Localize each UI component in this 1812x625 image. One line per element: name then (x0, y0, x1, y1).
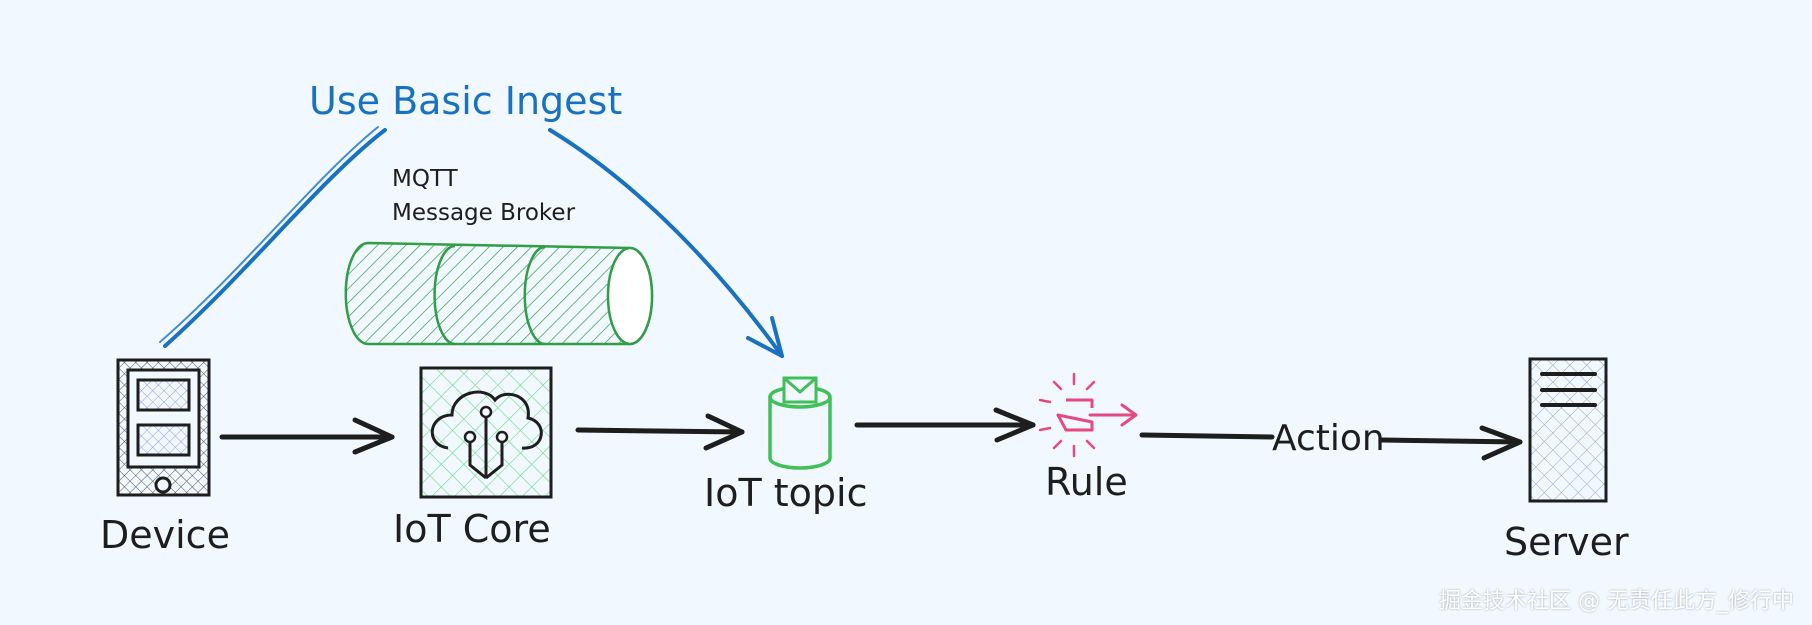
iot-core-icon (419, 366, 553, 499)
basic-ingest-label: Use Basic Ingest (309, 79, 622, 123)
basic-ingest-arrow (159, 126, 784, 358)
watermark: 掘金技术社区 @ 无责任此方_修行中 (1439, 589, 1794, 614)
rule-label: Rule (1045, 460, 1128, 504)
device-label: Device (100, 513, 230, 557)
rule-to-server-arrow (1139, 425, 1523, 461)
mqtt-broker-icon (344, 241, 654, 346)
broker-label-line1: MQTT (392, 166, 459, 192)
device-icon (116, 358, 211, 497)
server-label: Server (1504, 520, 1629, 564)
server-icon (1528, 357, 1608, 503)
iot-core-label: IoT Core (393, 507, 551, 551)
action-label: Action (1272, 418, 1385, 459)
iot-topic-icon (768, 376, 832, 470)
iotcore-to-topic-arrow (575, 413, 745, 451)
broker-label-line2: Message Broker (392, 200, 576, 226)
iot-topic-label: IoT topic (704, 471, 867, 515)
device-to-iotcore-arrow (219, 417, 395, 455)
topic-to-rule-arrow (854, 407, 1036, 443)
rule-icon (1038, 372, 1138, 458)
